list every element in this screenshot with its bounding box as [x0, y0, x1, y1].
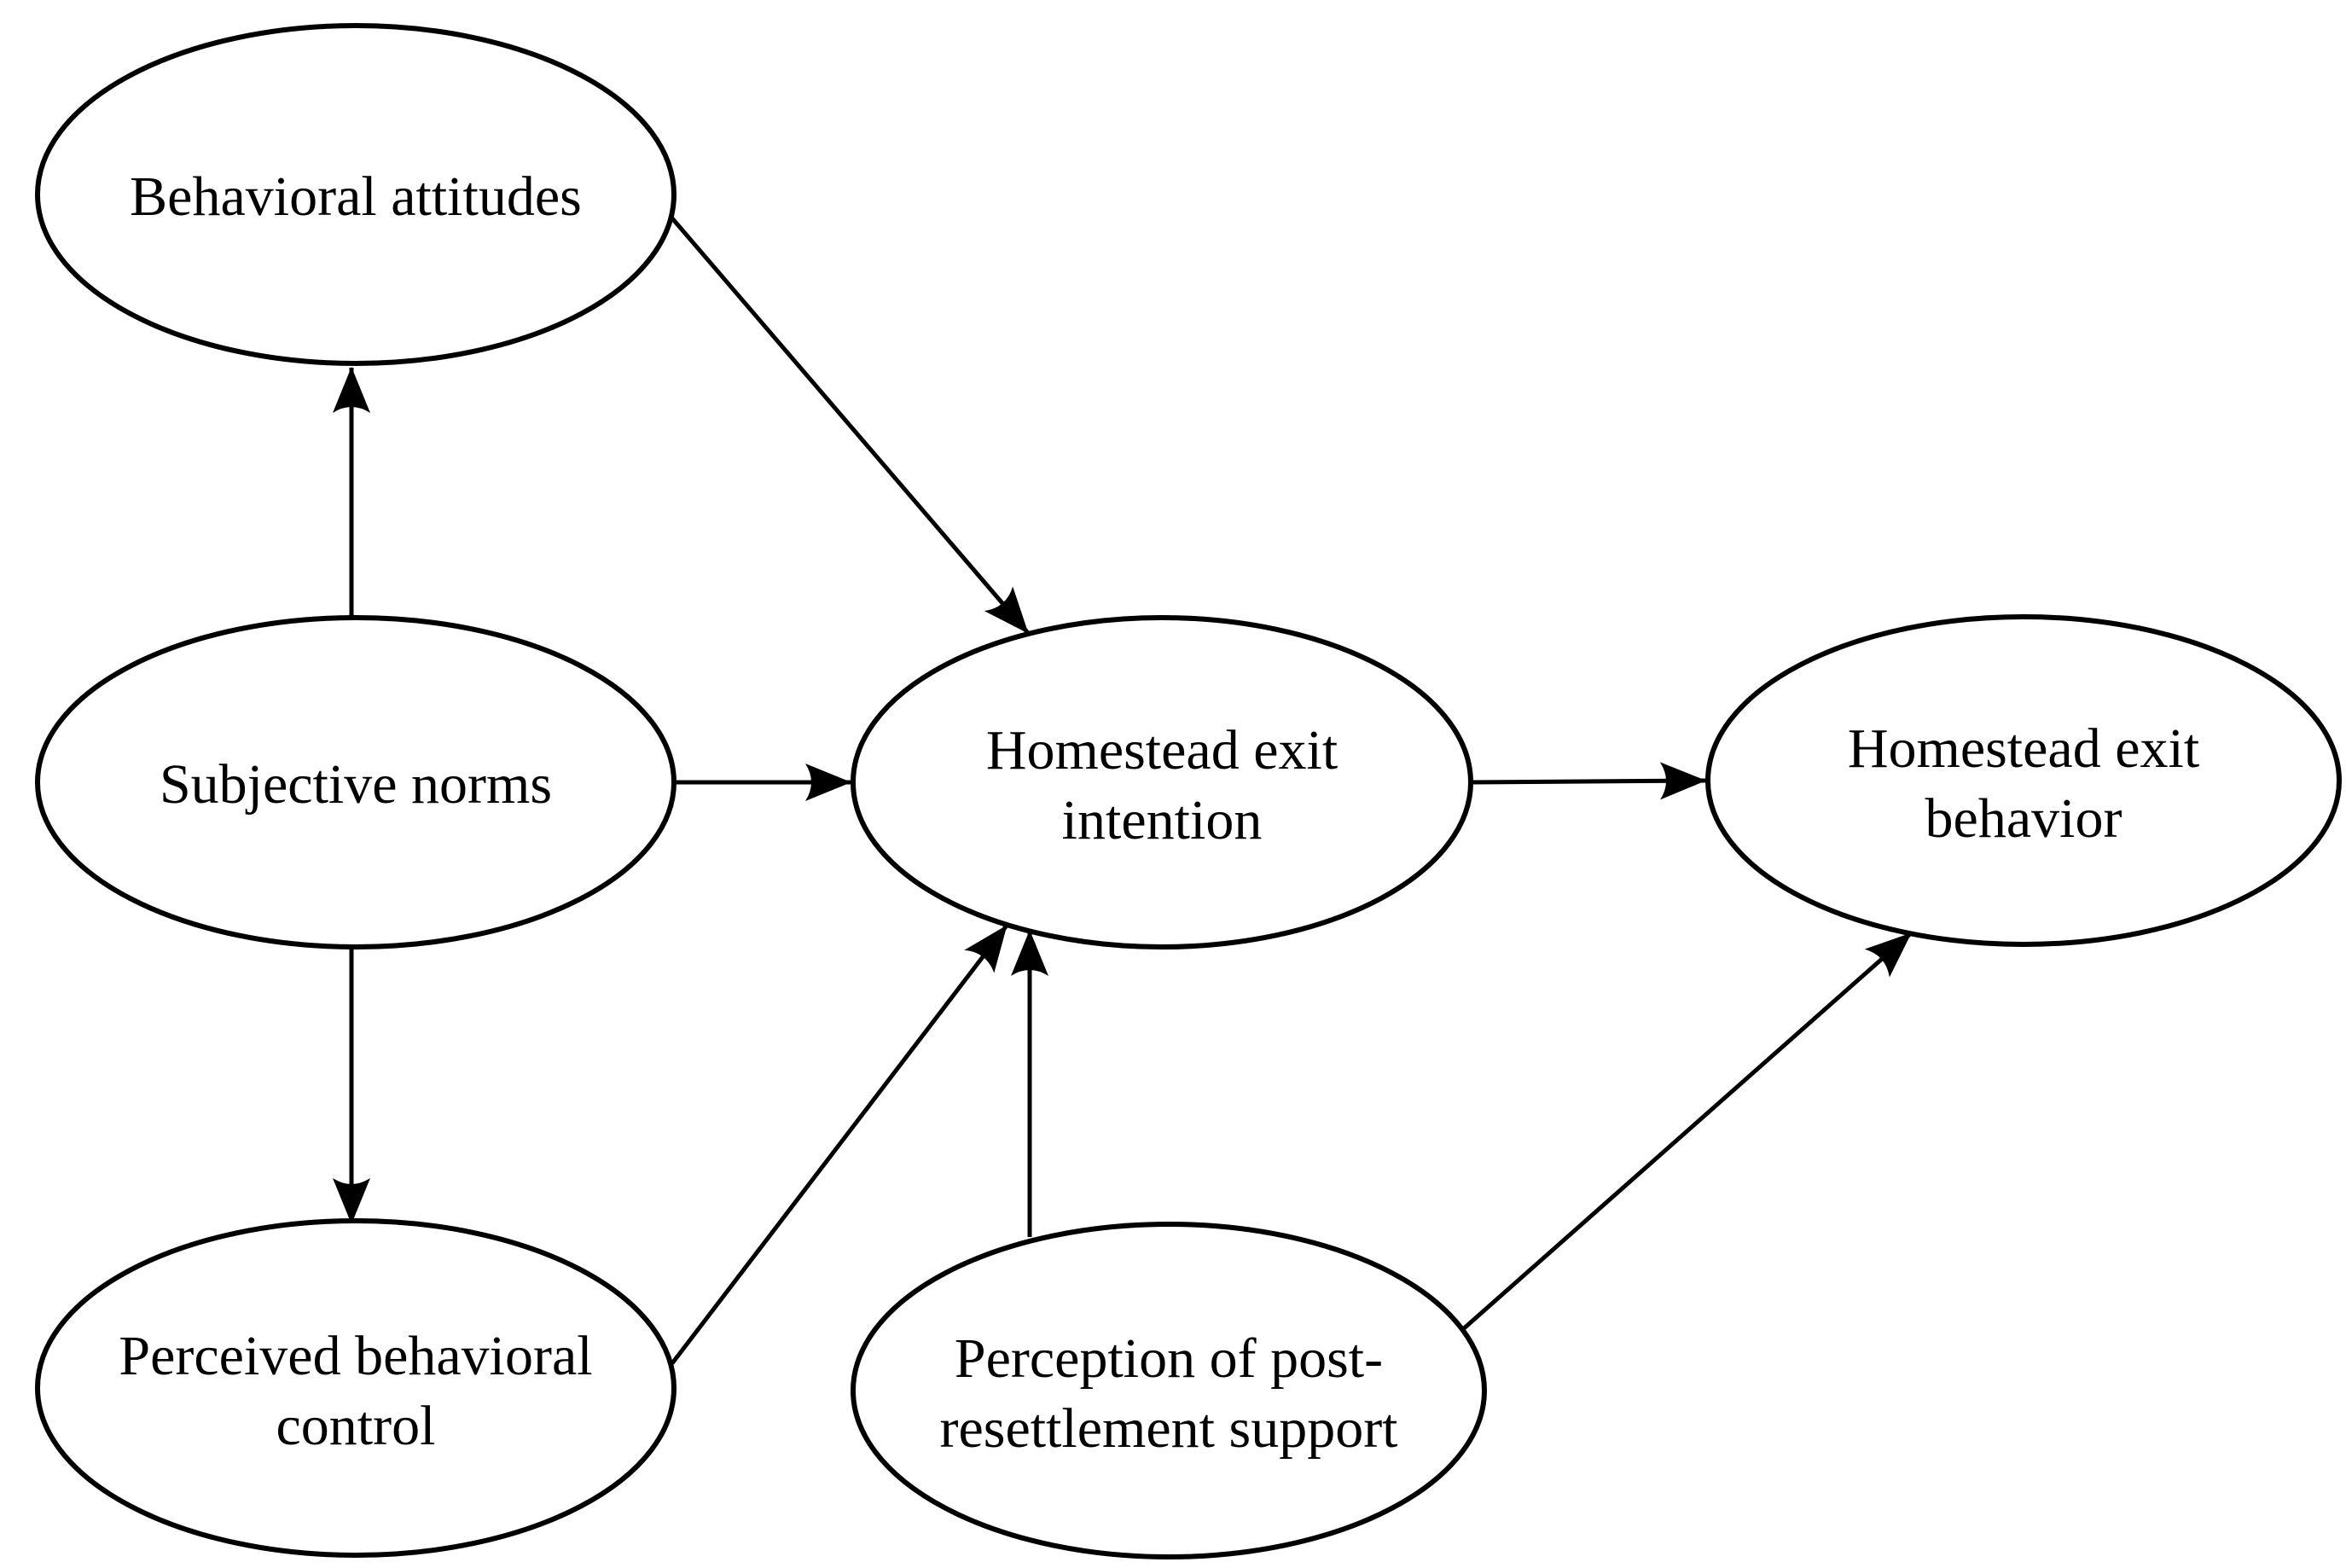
node-label-subjective-norms: Subjective norms [160, 753, 552, 816]
node-ellipse-perception-of-post-resettlement-support [851, 1222, 1487, 1559]
node-label-perception-of-post-resettlement-support: Perception of post-resettlement support [939, 1327, 1397, 1460]
edge-homestead-exit-intention-to-homestead-exit-behavior [1470, 762, 1706, 800]
edge-perception-support-to-homestead-exit-behavior [1461, 932, 1913, 1331]
node-subjective-norms: Subjective norms [35, 615, 677, 950]
node-behavioral-attitudes: Behavioral attitudes [35, 23, 677, 366]
edge-perceived-behavioral-control-to-homestead-exit-intention [671, 924, 1008, 1365]
node-ellipse-homestead-exit-intention [851, 615, 1473, 950]
node-ellipse-perceived-behavioral-control [35, 1218, 677, 1558]
node-ellipse-subjective-norms [35, 615, 677, 950]
node-ellipse-behavioral-attitudes [35, 23, 677, 366]
edges-layer [333, 181, 1913, 1365]
edge-behavioral-attitudes-to-homestead-exit-intention [640, 181, 1030, 635]
node-perception-of-post-resettlement-support: Perception of post-resettlement support [851, 1222, 1487, 1559]
node-label-behavioral-attitudes: Behavioral attitudes [130, 166, 582, 228]
node-ellipse-homestead-exit-behavior [1705, 614, 2342, 947]
